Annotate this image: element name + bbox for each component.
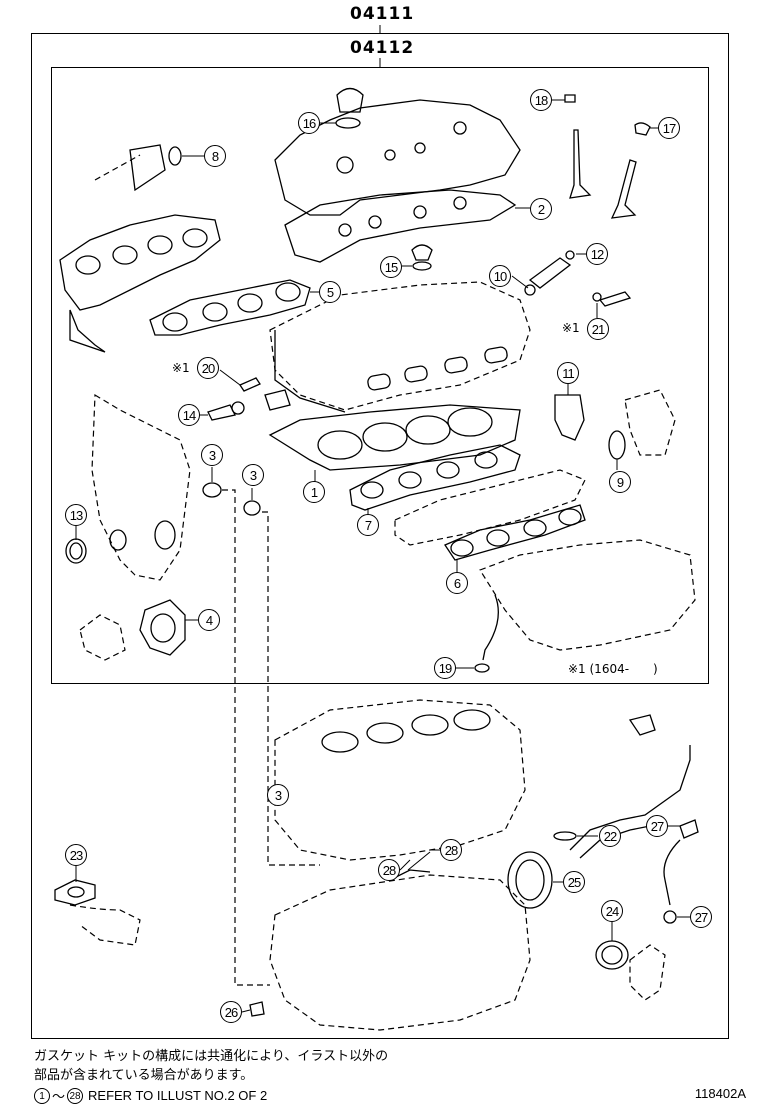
callout-17[interactable]: 17 xyxy=(658,117,680,139)
callout-23[interactable]: 23 xyxy=(65,844,87,866)
callout-6[interactable]: 6 xyxy=(446,572,468,594)
callout-26[interactable]: 26 xyxy=(220,1001,242,1023)
callout-20[interactable]: 20 xyxy=(197,357,219,379)
callout-19[interactable]: 19 xyxy=(434,657,456,679)
effective-date-note: ※1 (1604- ) xyxy=(568,662,658,676)
callout-2[interactable]: 2 xyxy=(530,198,552,220)
ref-start-callout: 1 xyxy=(34,1087,50,1104)
ref-end-callout: 28 xyxy=(67,1087,84,1104)
callout-1[interactable]: 1 xyxy=(303,481,325,503)
callout-16[interactable]: 16 xyxy=(298,112,320,134)
callout-12[interactable]: 12 xyxy=(586,243,608,265)
callout-28-b[interactable]: 28 xyxy=(440,839,462,861)
callout-3-a[interactable]: 3 xyxy=(201,444,223,466)
ref-text: REFER TO ILLUST NO.2 OF 2 xyxy=(88,1088,268,1103)
callout-18[interactable]: 18 xyxy=(530,89,552,111)
callout-28-a[interactable]: 28 xyxy=(378,859,400,881)
callout-25[interactable]: 25 xyxy=(563,871,585,893)
callout-3-c[interactable]: 3 xyxy=(267,784,289,806)
note-mark-20: ※1 xyxy=(172,361,190,375)
callout-24[interactable]: 24 xyxy=(601,900,623,922)
callout-27-b[interactable]: 27 xyxy=(690,906,712,928)
footer-reference: 1 ～ 28 REFER TO ILLUST NO.2 OF 2 xyxy=(34,1086,267,1105)
callout-13[interactable]: 13 xyxy=(65,504,87,526)
callout-15[interactable]: 15 xyxy=(380,256,402,278)
outer-kit-code: 04111 xyxy=(350,4,415,24)
footer-note-line1: ガスケット キットの構成には共通化により、イラスト以外の xyxy=(34,1049,389,1064)
diagram-code: 118402A xyxy=(694,1086,746,1101)
callout-11[interactable]: 11 xyxy=(557,362,579,384)
callout-5[interactable]: 5 xyxy=(319,281,341,303)
callout-3-b[interactable]: 3 xyxy=(242,464,264,486)
ref-tilde: ～ xyxy=(52,1089,66,1104)
callout-27-a[interactable]: 27 xyxy=(646,815,668,837)
callout-7[interactable]: 7 xyxy=(357,514,379,536)
callout-4[interactable]: 4 xyxy=(198,609,220,631)
footer-note-line2: 部品が含まれている場合があります。 xyxy=(34,1068,254,1083)
callout-10[interactable]: 10 xyxy=(489,265,511,287)
callout-14[interactable]: 14 xyxy=(178,404,200,426)
callout-21[interactable]: 21 xyxy=(587,318,609,340)
inner-kit-code: 04112 xyxy=(350,38,415,58)
callout-8[interactable]: 8 xyxy=(204,145,226,167)
callout-9[interactable]: 9 xyxy=(609,471,631,493)
note-mark-21: ※1 xyxy=(562,321,580,335)
callout-22[interactable]: 22 xyxy=(599,825,621,847)
